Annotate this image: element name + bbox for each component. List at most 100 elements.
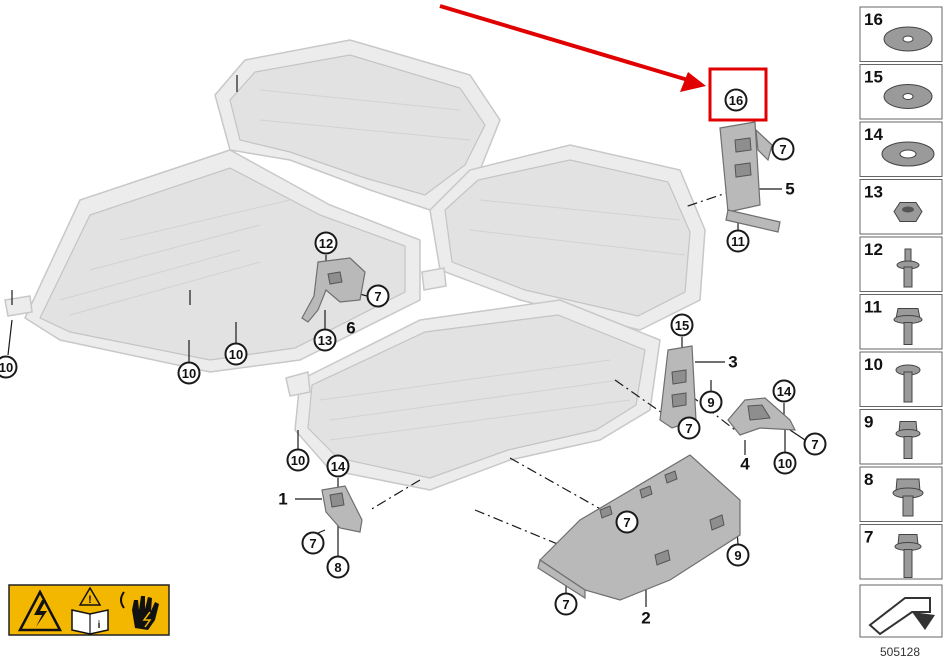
callout-c7-bracket4[interactable]: 7 [803,432,827,456]
callout-number: 7 [685,421,692,436]
callout-c11-bracket5[interactable]: 11 [726,229,750,253]
highlight-arrow [439,4,706,92]
legend-number: 11 [864,298,882,317]
legend-number: 7 [864,528,873,547]
hex-nut-icon [893,202,923,222]
bracket-6[interactable] [301,257,366,323]
part-label-3: 3 [728,353,737,372]
callout-c14-bracket1[interactable]: 14 [326,454,350,478]
washer-small-hole-icon [883,26,933,52]
manual-info-icon: ! i [71,586,109,635]
bracket-2[interactable] [537,454,741,601]
bracket-4[interactable] [727,397,796,436]
callout-number: 11 [731,234,745,249]
callout-c7-bracket2a[interactable]: 7 [615,510,639,534]
callout-circle [772,379,796,403]
callout-c10-b[interactable]: 10 [177,361,201,385]
washer-small-hole-icon [883,84,933,109]
battery-housing [4,39,706,491]
high-voltage-warning-label: ! i [8,584,170,636]
callout-c7-bracket5[interactable]: 7 [771,137,795,161]
highlight-box [708,67,768,122]
bracket-3[interactable] [659,345,697,429]
legend-number: 8 [864,470,873,489]
callout-c10-a[interactable]: 10 [224,342,248,366]
callout-c12[interactable]: 12 [314,231,338,255]
callout-circle [724,88,748,112]
legend-item-12[interactable]: 12 [859,236,943,292]
legend-item-9[interactable]: 9 [859,409,943,465]
callout-c9-bracket2[interactable]: 9 [726,543,750,567]
rivet-bolt-icon [895,364,921,403]
callout-circle [771,137,795,161]
diagram-number: 505128 [880,645,920,659]
high-voltage-icon [17,589,63,632]
legend-item-8[interactable]: 8 [859,466,943,522]
callout-c7-bracket2b[interactable]: 7 [554,592,578,616]
callout-number: 7 [623,515,630,530]
callout-circle [326,454,350,478]
part-label-5: 5 [785,180,794,199]
callout-circle [314,231,338,255]
callout-number: 10 [778,456,792,471]
callout-circle [366,284,390,308]
legend-item-15[interactable]: 15 [859,64,943,120]
callout-circle [803,432,827,456]
legend-number: 15 [864,68,883,87]
callout-c7-bracket6[interactable]: 7 [366,284,390,308]
callout-c13[interactable]: 13 [313,328,337,352]
legend-item-11[interactable]: 11 [859,294,943,350]
callout-number: 7 [374,289,381,304]
callout-c10-mid[interactable]: 10 [286,448,310,472]
callout-number: 7 [811,437,818,452]
part-label-2: 2 [641,609,650,628]
callout-circle [326,555,350,579]
callout-circle [726,229,750,253]
callout-circle [0,355,18,379]
callout-c10-bracket4[interactable]: 10 [773,451,797,475]
callout-circle [177,361,201,385]
washer-flat-icon [881,141,935,167]
callout-circle [670,313,694,337]
callout-c15[interactable]: 15 [670,313,694,337]
legend-item-13[interactable]: 13 [859,179,943,235]
legend-number: 13 [864,183,883,202]
callout-number: 7 [309,536,316,551]
callout-number: 10 [291,453,305,468]
callout-circle [554,592,578,616]
callout-c9-bracket3[interactable]: 9 [699,390,723,414]
callout-number: 14 [331,459,346,474]
part-label-4: 4 [740,455,750,474]
stud-bolt-icon [896,248,920,288]
callout-number: 10 [0,360,13,375]
callout-c16-top[interactable]: 16 [724,88,748,112]
callout-c7-bracket3[interactable]: 7 [677,416,701,440]
collar-bolt-icon [895,421,921,459]
legend-item-16[interactable]: 16 [859,6,943,62]
legend-item-14[interactable]: 14 [859,121,943,177]
callout-number: 10 [182,366,196,381]
callout-c8[interactable]: 8 [326,555,350,579]
callout-number: 14 [777,384,792,399]
hex-flange-bolt-icon [892,478,924,517]
bracket-5[interactable] [719,121,781,233]
bracket-1[interactable] [321,485,363,533]
part-label-1: 1 [278,490,287,509]
callout-number: 16 [729,93,743,108]
legend-item-10[interactable]: 10 [859,351,943,407]
callout-number: 7 [562,597,569,612]
callout-c7-bracket1[interactable]: 7 [301,531,325,555]
callout-circle [699,390,723,414]
arrow-right-icon [868,597,935,636]
legend-number: 16 [864,10,883,29]
legend-item-7[interactable]: 7 [859,524,943,580]
next-page-button[interactable] [859,584,943,638]
callout-number: 7 [779,142,786,157]
part-label-6: 6 [346,319,355,338]
callout-circle [773,451,797,475]
callout-number: 13 [318,333,332,348]
callout-c14-bracket4[interactable]: 14 [772,379,796,403]
callout-c10-left[interactable]: 10 [0,355,18,379]
